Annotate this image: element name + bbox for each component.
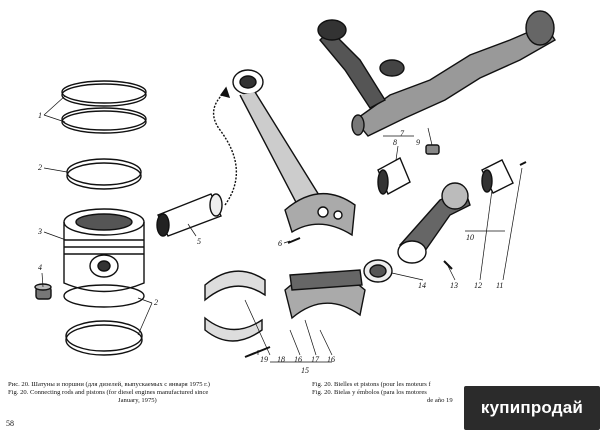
- bearing-shell-lower: [204, 316, 263, 342]
- assembly-arrow: [212, 91, 237, 206]
- leader-lines: [41, 95, 523, 363]
- pin-11: [519, 161, 527, 166]
- ring-14: [363, 259, 393, 283]
- piston-rings-bottom: [63, 284, 145, 356]
- watermark-badge: купипродай: [464, 386, 600, 430]
- label-12: 12: [474, 281, 482, 290]
- label-13: 13: [450, 281, 458, 290]
- bushing-12: [481, 159, 514, 194]
- caption-spanish-2: de año 19: [427, 397, 453, 404]
- rod-cap: [284, 269, 366, 320]
- label-16a: 16: [327, 355, 335, 364]
- piston-ring-2: [66, 158, 142, 190]
- caption-french: Fig. 20. Bielles et pistons (pour les mo…: [312, 381, 431, 388]
- pin-19: [244, 346, 271, 358]
- label-16b: 16: [294, 355, 302, 364]
- label-4: 4: [38, 263, 42, 272]
- label-1: 1: [38, 111, 42, 120]
- bearing-shell-upper: [204, 270, 266, 302]
- label-5: 5: [197, 237, 201, 246]
- label-3: 3: [37, 227, 42, 236]
- caption-english-1: Fig. 20. Connecting rods and pistons (fo…: [8, 389, 209, 396]
- crankshaft: [317, 10, 556, 137]
- label-18: 18: [277, 355, 285, 364]
- page-number: 58: [6, 419, 14, 428]
- label-9: 9: [416, 138, 420, 147]
- caption-spanish: Fig. 20. Bielas y émbolos (para los moto…: [312, 389, 427, 396]
- label-2a: 2: [38, 163, 42, 172]
- label-15: 15: [301, 366, 309, 375]
- caption-right: Fig. 20. Bielles et pistons (pour les mo…: [312, 381, 492, 405]
- label-7: 7: [400, 129, 405, 138]
- caption-english-2: January, 1975): [118, 397, 157, 404]
- label-17: 17: [311, 355, 320, 364]
- plug: [34, 283, 52, 300]
- piston: [63, 208, 145, 293]
- connecting-rod: [232, 69, 356, 237]
- label-6: 6: [278, 239, 282, 248]
- label-19: 19: [260, 355, 268, 364]
- dowel-pin: [287, 237, 301, 244]
- caption-russian: Рис. 20. Шатуны и поршни (для дизелей, в…: [8, 381, 210, 388]
- caption-left: Рис. 20. Шатуны и поршни (для дизелей, в…: [8, 381, 298, 405]
- label-10: 10: [466, 233, 474, 242]
- piston-pin: [156, 193, 223, 237]
- label-14: 14: [418, 281, 426, 290]
- connecting-rod-2: [397, 182, 471, 264]
- bushing-8: [377, 157, 411, 195]
- label-8: 8: [393, 138, 397, 147]
- label-11: 11: [496, 281, 503, 290]
- bolt-9: [425, 144, 440, 155]
- label-2b: 2: [154, 298, 158, 307]
- pin-13: [443, 260, 453, 270]
- piston-rings-top: [61, 80, 147, 134]
